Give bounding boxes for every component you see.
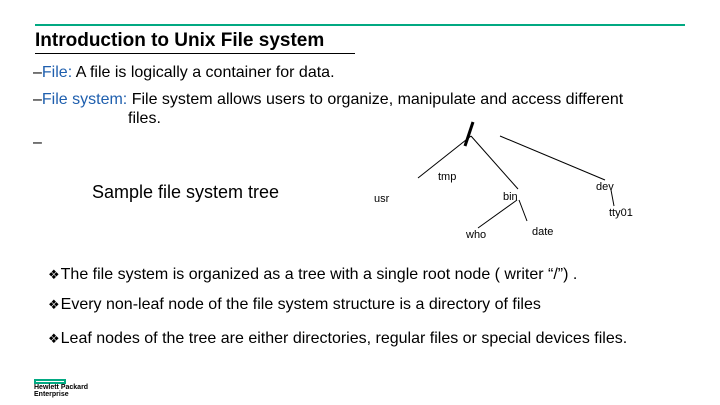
bullet-term-file: File: — [41, 64, 73, 81]
root-edge — [463, 121, 475, 147]
bullet-dash: – — [33, 64, 42, 81]
bullet-text-file-system-cont: files. — [128, 110, 161, 127]
title-accent-rule — [35, 24, 685, 26]
slide-title: Introduction to Unix File system — [35, 30, 325, 51]
tree-node-date: date — [532, 226, 554, 238]
check-item-text: The file system is organized as a tree w… — [60, 266, 578, 283]
tree-caption: Sample file system tree — [92, 182, 280, 202]
bullet-dash: – — [33, 91, 42, 108]
tree-node-usr: usr — [374, 193, 390, 205]
bullet-empty: – — [33, 134, 42, 151]
bullet-file: –File: A file is logically a container f… — [33, 64, 335, 82]
bullet-text-file: A file is logically a container for data… — [75, 64, 335, 81]
bullet-file-system: –File system: File system allows users t… — [33, 91, 623, 109]
tree-node-who: who — [466, 229, 487, 241]
edge-root-dev — [499, 135, 606, 181]
check-diamond-icon: ❖ — [48, 332, 60, 347]
tree-node-tty01: tty01 — [609, 207, 633, 219]
hpe-logo-line1: Hewlett Packard — [34, 384, 89, 391]
check-diamond-icon: ❖ — [48, 298, 60, 313]
hpe-logo-line2: Enterprise — [34, 391, 69, 398]
edge-bin-who — [477, 199, 518, 229]
edge-dev-tty01 — [610, 189, 615, 207]
edge-root-bin — [470, 135, 519, 190]
hpe-logo-mark — [34, 379, 66, 384]
title-underline — [35, 53, 355, 54]
check-item: ❖Leaf nodes of the tree are either direc… — [48, 330, 627, 348]
edge-root-usr — [417, 135, 472, 179]
edge-bin-date — [518, 199, 528, 222]
check-item-text: Leaf nodes of the tree are either direct… — [60, 330, 628, 347]
hpe-logo: Hewlett Packard Enterprise — [34, 379, 96, 398]
tree-node-tmp: tmp — [438, 171, 457, 183]
check-item: ❖The file system is organized as a tree … — [48, 266, 577, 284]
bullet-text-file-system: File system allows users to organize, ma… — [131, 91, 624, 108]
bullet-term-file-system: File system: — [41, 91, 128, 108]
check-diamond-icon: ❖ — [48, 268, 60, 283]
tree-node-dev: dev — [596, 181, 614, 193]
check-item: ❖Every non-leaf node of the file system … — [48, 296, 541, 314]
check-item-text: Every non-leaf node of the file system s… — [60, 296, 541, 313]
tree-node-bin: bin — [503, 191, 518, 203]
